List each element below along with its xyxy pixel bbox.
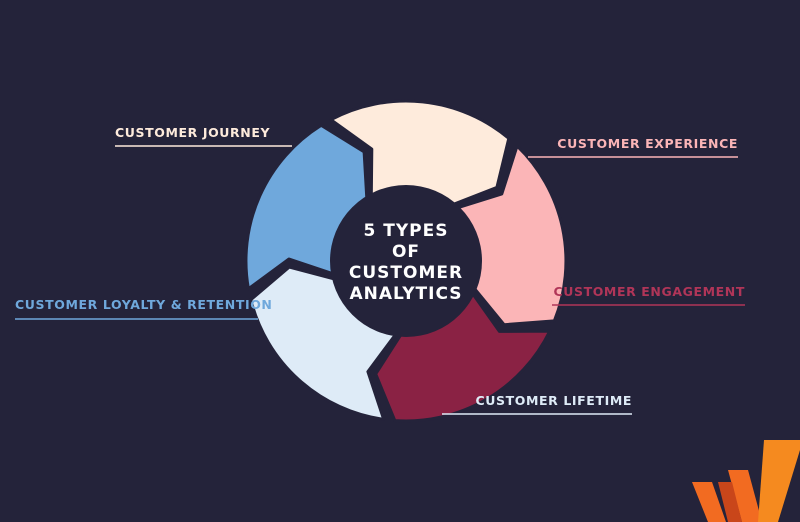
w-logo-icon [692,440,800,522]
center-line-3: CUSTOMER [349,263,463,283]
label-customer-journey: CUSTOMER JOURNEY [115,125,270,140]
center-line-4: ANALYTICS [350,284,463,304]
label-customer-engagement: CUSTOMER ENGAGEMENT [553,284,745,299]
label-customer-experience: CUSTOMER EXPERIENCE [557,136,738,151]
label-customer-lifetime: CUSTOMER LIFETIME [476,393,632,408]
center-line-2: OF [392,242,420,262]
label-customer-loyalty-retention: CUSTOMER LOYALTY & RETENTION [15,297,273,312]
center-disc [330,185,482,337]
center-line-1: 5 TYPES [364,221,449,241]
